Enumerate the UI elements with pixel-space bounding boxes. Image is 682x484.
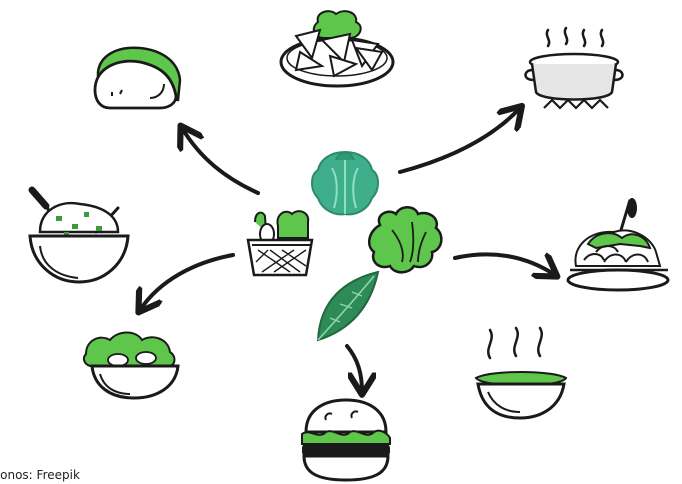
salad-bowl-icon bbox=[30, 190, 128, 282]
arrow-to-burger bbox=[347, 346, 362, 392]
center-basket-icon bbox=[248, 211, 312, 275]
arrow-to-salad-bowl bbox=[140, 255, 233, 310]
arrows bbox=[140, 108, 555, 392]
arrow-to-pot bbox=[400, 108, 520, 172]
cooking-pot-icon bbox=[526, 28, 623, 108]
arrow-to-taco bbox=[182, 128, 258, 193]
soup-bowl-icon bbox=[476, 328, 566, 418]
center-lettuce-icon bbox=[312, 152, 378, 214]
burger-icon bbox=[302, 400, 390, 480]
image-credit: Iconos: Freepik bbox=[0, 468, 80, 482]
center-leaf-icon bbox=[318, 272, 378, 340]
pasta-plate-icon bbox=[568, 198, 668, 290]
taco-icon bbox=[95, 48, 180, 108]
arrow-to-pasta bbox=[455, 254, 555, 275]
lettuce-salad-bowl-icon bbox=[84, 333, 178, 399]
center-greens-icon bbox=[369, 207, 441, 272]
nachos-icon bbox=[281, 11, 393, 86]
